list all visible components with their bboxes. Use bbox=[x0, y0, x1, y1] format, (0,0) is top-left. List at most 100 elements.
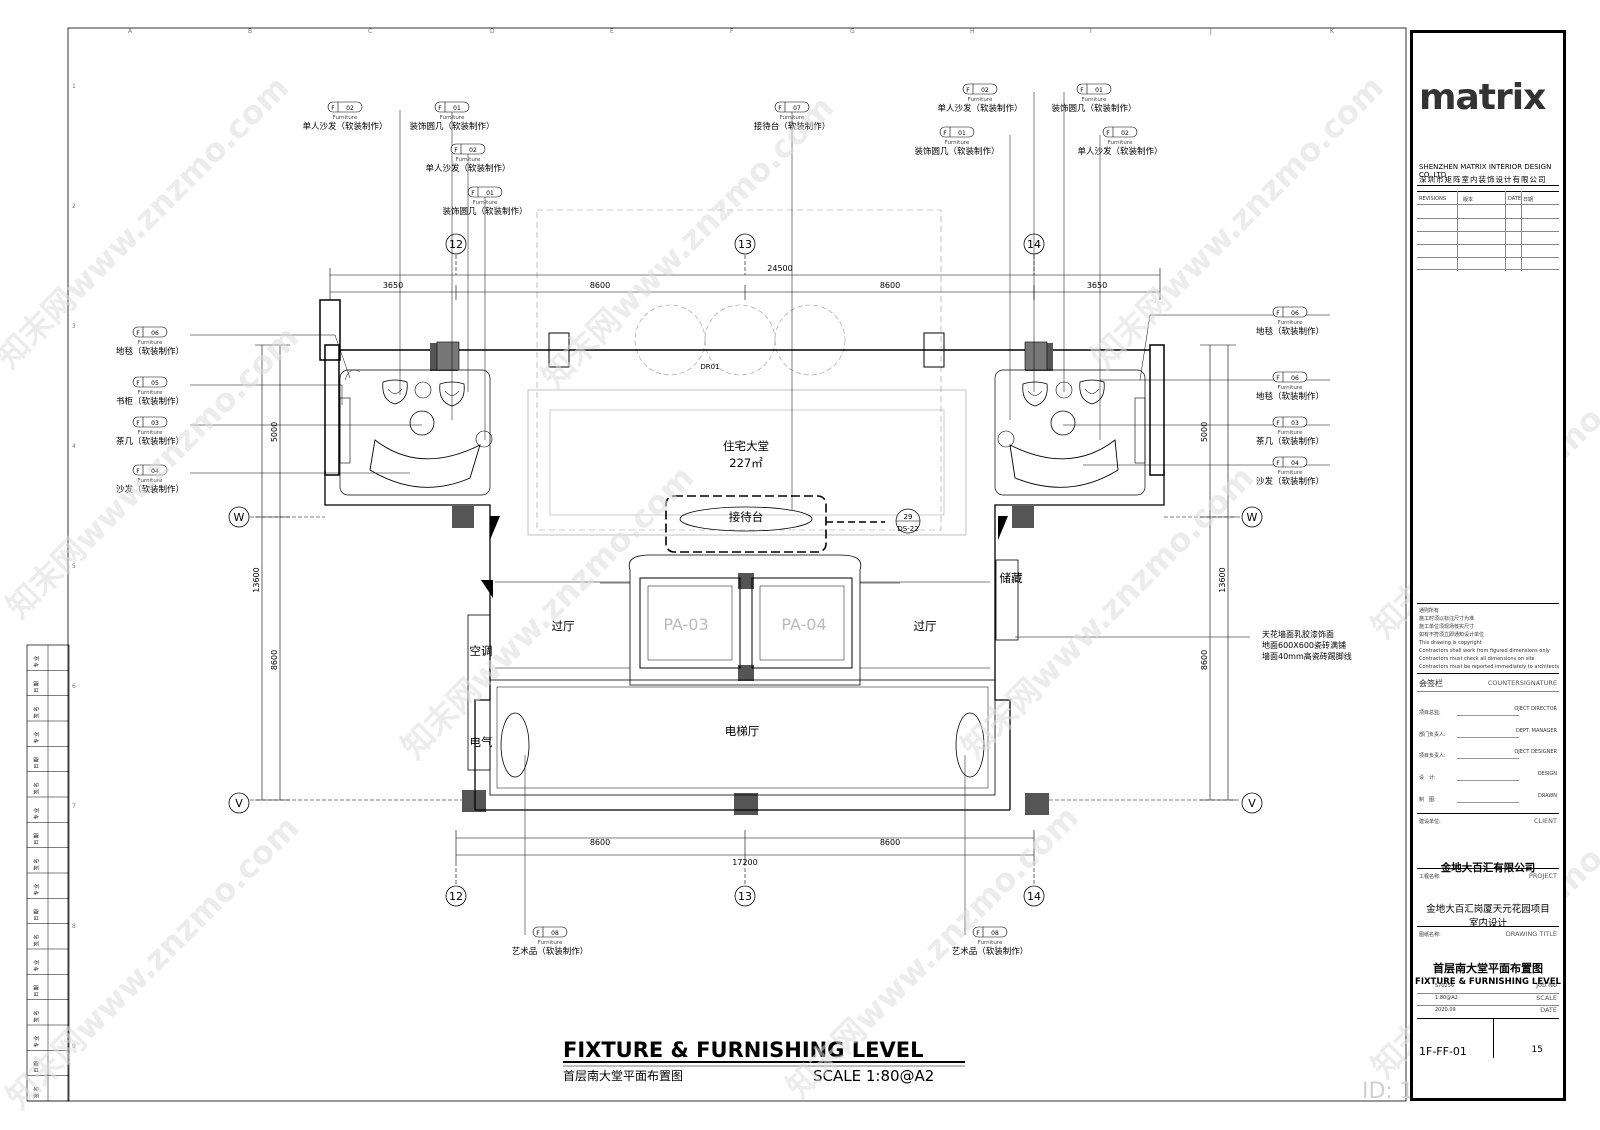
tag-category: Furniture bbox=[138, 390, 163, 396]
strip-label: 签 名 bbox=[33, 1011, 40, 1023]
grid-col-label: K bbox=[1330, 28, 1335, 35]
tag-number: 01 bbox=[486, 190, 494, 197]
coffee-table bbox=[1050, 410, 1076, 436]
tag-name: 艺术品（软装制作） bbox=[952, 946, 1029, 957]
sheet-number: 15 bbox=[1531, 1045, 1543, 1055]
tag-name: 沙发（软装制作） bbox=[1256, 476, 1324, 487]
role-label-en: OJECT DIRECTOR bbox=[1514, 706, 1557, 712]
project-label: 工程名称: bbox=[1419, 874, 1441, 880]
drawing-title-en: FIXTURE & FURNISHING LEVEL bbox=[1415, 977, 1561, 987]
side-table bbox=[997, 430, 1015, 448]
job-no-value: S70256 bbox=[1435, 983, 1455, 989]
tag-number: 06 bbox=[1291, 310, 1299, 317]
lounge-left bbox=[339, 341, 493, 496]
lounge-right bbox=[994, 341, 1146, 496]
grid-col-label: C bbox=[368, 28, 372, 35]
dim-overall-top: 24500 bbox=[767, 264, 792, 273]
tag-name: 装饰圆几（软装制作） bbox=[409, 121, 494, 132]
tag-code: F bbox=[976, 930, 980, 937]
wall-pier bbox=[1149, 344, 1165, 476]
tag-code: F bbox=[1106, 130, 1110, 137]
column bbox=[452, 506, 474, 528]
strip-label: 日 期 bbox=[34, 985, 40, 997]
lift-core-surround bbox=[628, 554, 862, 686]
strip-label: 日 期 bbox=[34, 833, 40, 845]
tag-number: 02 bbox=[1121, 130, 1129, 137]
light-fixture bbox=[774, 304, 846, 376]
tag-category: Furniture bbox=[138, 430, 163, 436]
tag-category: Furniture bbox=[440, 115, 465, 121]
scale-value: 1:80@A2 bbox=[1435, 995, 1458, 1001]
title-en: FIXTURE & FURNISHING LEVEL bbox=[563, 1038, 923, 1062]
signature bbox=[1457, 768, 1519, 781]
dimension-labels: 24500 3650 8600 8600 3650 8600 8600 1720… bbox=[252, 264, 1227, 867]
room-storage: 储藏 bbox=[1000, 571, 1023, 585]
tag-category: Furniture bbox=[1108, 140, 1133, 146]
strip-label: 专 业 bbox=[33, 960, 40, 972]
tag-code: F bbox=[1080, 87, 1084, 94]
tag-name: 单人沙发（软装制作） bbox=[302, 121, 387, 132]
grid-col-label: J bbox=[1209, 28, 1212, 35]
tag-code: F bbox=[943, 130, 947, 137]
grid-row-label: 3 bbox=[72, 323, 76, 330]
axis-bubble-w: W bbox=[234, 511, 245, 524]
strip-label: 签 名 bbox=[33, 783, 40, 795]
strip-label: 专 业 bbox=[33, 656, 40, 668]
tag-code: F bbox=[778, 105, 782, 112]
signature bbox=[1457, 703, 1519, 716]
tag-category: Furniture bbox=[138, 340, 163, 346]
room-lobby-area: 227㎡ bbox=[729, 456, 763, 470]
tag-number: 01 bbox=[1095, 87, 1103, 94]
sofa bbox=[369, 439, 481, 488]
signature bbox=[1457, 725, 1519, 738]
lift-car-right bbox=[751, 577, 853, 669]
lift-tag: PA-04 bbox=[781, 615, 826, 634]
axis-bubble-13: 13 bbox=[738, 890, 752, 903]
countersign-label-en: COUNTERSIGNATURE bbox=[1487, 679, 1557, 687]
axis-bubble-13: 13 bbox=[738, 238, 752, 251]
tag-number: 07 bbox=[793, 105, 801, 112]
grid-col-label: D bbox=[490, 28, 495, 35]
role-label-en: DESIGN bbox=[1537, 771, 1557, 777]
client-label-en: CLIENT bbox=[1533, 817, 1557, 825]
watermark-site: 知末网www.znzmo.com bbox=[779, 798, 1086, 1105]
tag-name: 单人沙发（软装制作） bbox=[937, 103, 1022, 114]
tag-name: 茶几（软装制作） bbox=[116, 436, 184, 447]
dim-right: 8600 bbox=[1200, 650, 1209, 670]
role-label-en: DRAWN bbox=[1538, 793, 1557, 799]
grid-col-label: B bbox=[248, 28, 252, 35]
plan bbox=[319, 209, 1165, 815]
dim-overall-bottom: 17200 bbox=[732, 858, 757, 867]
company-name-cn: 深圳市矩阵室内装饰设计有限公司 bbox=[1419, 175, 1547, 184]
tag-category: Furniture bbox=[1278, 385, 1303, 391]
watermark-site: 知末网www.znzmo.com bbox=[1084, 68, 1391, 375]
grid-col-label: A bbox=[128, 28, 133, 35]
tag-name: 茶几（软装制作） bbox=[1256, 436, 1324, 447]
tag-number: 04 bbox=[151, 468, 159, 475]
axis-bubbles: 12 13 14 12 13 14 W V W V bbox=[228, 233, 1263, 907]
scale-label: SCALE 1:80@A2 bbox=[813, 1067, 934, 1085]
door-swing bbox=[490, 516, 500, 540]
dim-left: 5000 bbox=[270, 422, 279, 442]
column bbox=[738, 665, 754, 681]
dimension-lines bbox=[250, 255, 1240, 885]
wall-pier bbox=[319, 299, 341, 361]
wall bbox=[994, 470, 1165, 810]
grid-col-label: I bbox=[1090, 28, 1092, 35]
tag-name: 地毯（软装制作） bbox=[116, 346, 184, 357]
lounge-chair bbox=[382, 379, 408, 405]
left-signature-strip: 专 业日 期签 名专 业日 期签 名专 业日 期签 名专 业日 期签 名专 业日… bbox=[26, 644, 70, 1102]
lift-car-left bbox=[639, 577, 741, 669]
strip-label: 日 期 bbox=[34, 757, 40, 769]
tag-name: 装饰圆几（软装制作） bbox=[1051, 103, 1136, 114]
room-vestibule: 过厅 bbox=[914, 619, 937, 633]
column bbox=[738, 573, 754, 589]
